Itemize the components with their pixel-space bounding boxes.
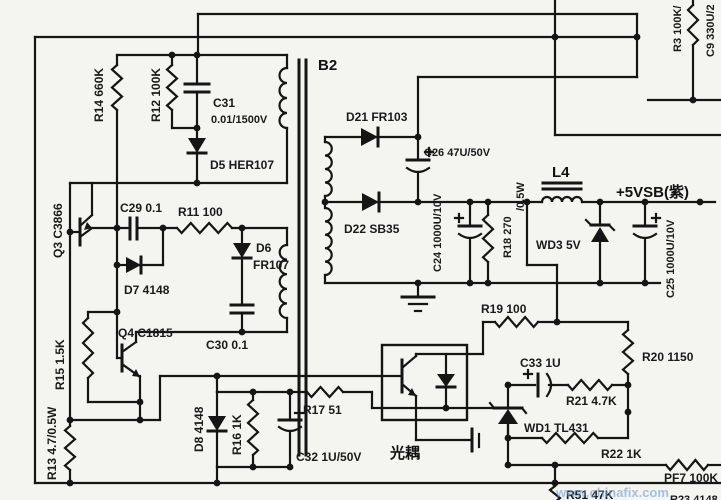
- resistor-r51-label: R51 47K: [566, 488, 614, 500]
- resistor-r20-label: R20 1150: [642, 350, 694, 364]
- diode-d7: [126, 255, 143, 275]
- resistor-r14: [110, 63, 124, 112]
- zener-wd3-label: WD3 5V: [536, 238, 581, 252]
- resistor-r18: [481, 213, 495, 264]
- optocoupler: [380, 343, 469, 422]
- diode-d5-label: D5 HER107: [210, 158, 274, 172]
- ground-bars: [470, 427, 481, 453]
- diode-d22: [362, 191, 381, 213]
- resistor-r21: [566, 378, 614, 392]
- diode-d21-label: D21 FR103: [346, 110, 408, 124]
- resistor-r18-label: R18 270: [502, 216, 514, 258]
- capacitor-c26-label: C26 47U/50V: [424, 147, 491, 159]
- diode-d7-label: D7 4148: [124, 283, 170, 297]
- resistor-r3: [686, 3, 700, 47]
- transistor-q3: [68, 181, 94, 247]
- resistor-r14-label: R14 660K: [92, 68, 106, 122]
- resistor-r13-label: R13 4.7/0.5W: [45, 406, 59, 480]
- transistor-q3-label: Q3 C3866: [51, 203, 65, 258]
- diode-d5: [186, 126, 208, 185]
- capacitor-c31-label: C31: [213, 96, 235, 110]
- resistor-pf7: [664, 458, 710, 472]
- labels-layer: R14 660K R12 100K C31 0.01/1500V D5 HER1…: [45, 4, 718, 500]
- resistor-r12: [165, 63, 179, 112]
- zener-wd3: [584, 200, 616, 285]
- resistor-r51: [548, 484, 562, 500]
- resistor-r17-label: R17 51: [303, 403, 342, 417]
- resistor-r19: [493, 315, 540, 329]
- resistor-r16-label: R16 1K: [230, 414, 244, 455]
- capacitor-c24: [453, 200, 483, 285]
- transistor-q4: [120, 340, 142, 379]
- diode-d21: [361, 126, 380, 148]
- capacitor-c32-label: C32 1U/50V: [296, 450, 361, 464]
- tl431-wd1: [488, 401, 528, 440]
- capacitor-c29: [128, 216, 139, 241]
- resistor-r17: [305, 385, 345, 399]
- wires: [33, 0, 721, 485]
- resistor-r20: [621, 328, 635, 376]
- capacitor-c30-label: C30 0.1: [206, 338, 248, 352]
- capacitor-c32: [277, 390, 305, 469]
- optocoupler-label: 光耦: [389, 444, 420, 462]
- transformer-b2: B2: [278, 53, 337, 457]
- watermark-text: www.chinafix.com: [555, 485, 669, 500]
- transistor-q4-label: Q4 C1815: [118, 326, 173, 340]
- diode-d8: [206, 390, 228, 469]
- resistor-r15-label: R15 1.5K: [53, 339, 67, 390]
- capacitor-c31: [183, 53, 211, 130]
- transformer-b2-label: B2: [318, 57, 337, 74]
- diode-d22-label: D22 SB35: [344, 222, 400, 236]
- output-rail-label: +5VSB(紫): [616, 184, 689, 201]
- resistor-r23-label: R23 4148: [670, 494, 718, 500]
- junction-dots: [66, 33, 704, 487]
- diode-d6: [231, 226, 253, 260]
- ground-symbol: [400, 281, 436, 313]
- resistor-r12-label: R12 100K: [149, 68, 163, 122]
- resistor-r19-label: R19 100: [481, 302, 527, 316]
- diode-d6-value: FR107: [253, 258, 289, 272]
- resistor-r22-label: R22 1K: [601, 447, 642, 461]
- inductor-l4: [540, 181, 584, 204]
- capacitor-c25-label: C25 1000U/10V: [665, 219, 677, 298]
- capacitor-c24-label: C24 1000U/10V: [432, 193, 444, 272]
- capacitor-c33: [522, 368, 554, 398]
- resistor-r18-wattage: /0.5W: [515, 182, 527, 211]
- resistor-pf7-label: PF7 100K: [664, 471, 718, 485]
- resistor-r22: [540, 431, 600, 445]
- resistor-r16: [246, 398, 260, 457]
- resistor-r13: [63, 424, 77, 472]
- inductor-l4-label: L4: [552, 164, 570, 181]
- resistor-r3-label: R3 100K/: [672, 6, 684, 52]
- resistor-r15: [81, 316, 95, 380]
- capacitor-c26: [405, 135, 435, 204]
- capacitor-c9-label: C9 330U/2: [705, 4, 717, 57]
- resistor-r11: [175, 221, 234, 235]
- resistor-r21-label: R21 4.7K: [566, 394, 617, 408]
- capacitor-c31-value: 0.01/1500V: [211, 114, 268, 126]
- tl431-wd1-label: WD1 TL431: [524, 421, 589, 435]
- capacitor-c30: [229, 255, 255, 334]
- capacitor-c33-label: C33 1U: [520, 356, 561, 370]
- resistor-r11-label: R11 100: [178, 205, 223, 219]
- diode-d6-label: D6: [256, 241, 272, 255]
- capacitor-c25: [632, 200, 662, 285]
- capacitor-c29-label: C29 0.1: [120, 201, 162, 215]
- diode-d8-label: D8 4148: [192, 406, 206, 452]
